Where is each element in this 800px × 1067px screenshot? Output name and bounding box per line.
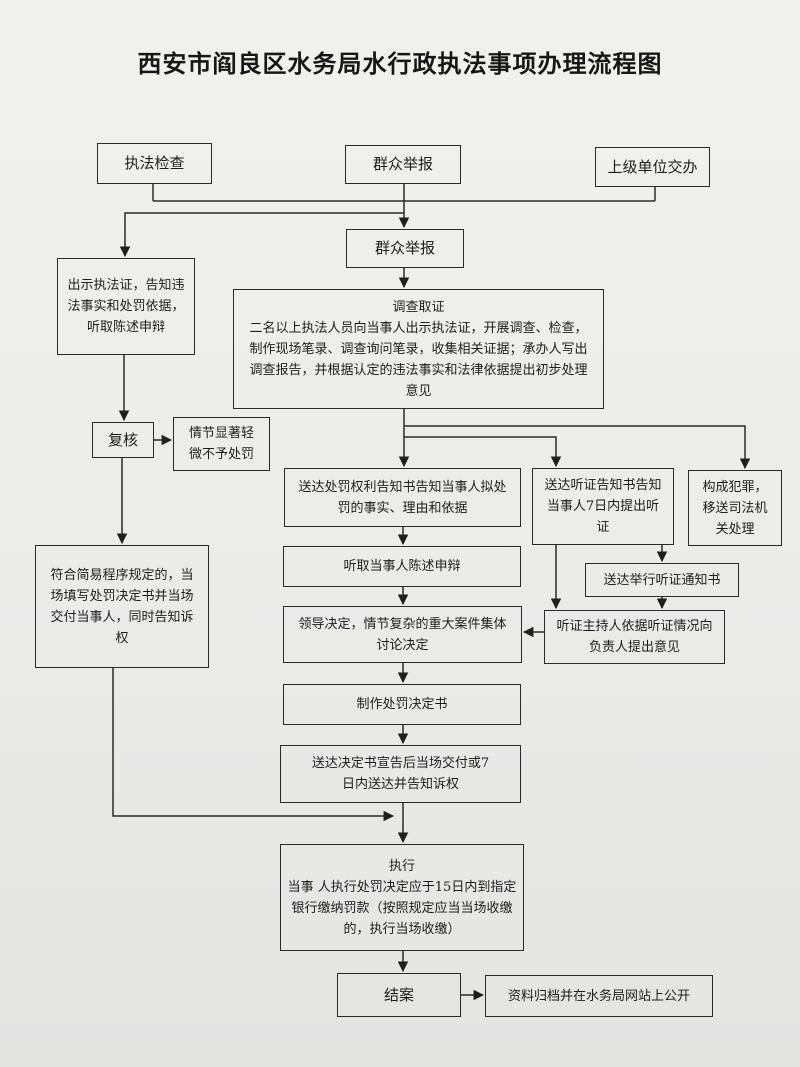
node-hear-statement: 听取当事人陈述申辩 xyxy=(283,546,521,587)
node-review: 复核 xyxy=(92,422,154,458)
node-investigation: 调查取证 二名以上执法人员向当事人出示执法证，开展调查、检查，制作现场笔录、调查… xyxy=(233,289,604,409)
page-title: 西安市阎良区水务局水行政执法事项办理流程图 xyxy=(137,50,663,78)
node-crime-transfer: 构成犯罪，移送司法机关处理 xyxy=(688,470,782,546)
node-minor-no-penalty: 情节显著轻微不予处罚 xyxy=(173,417,270,471)
node-inspection: 执法检查 xyxy=(97,143,212,184)
node-show-certificate: 出示执法证，告知违法事实和处罚依据，听取陈述申辩 xyxy=(57,258,195,355)
node-hearing-host-opinion: 听证主持人依据听证情况向负责人提出意见 xyxy=(544,610,725,664)
node-hearing-hold-notice: 送达举行听证通知书 xyxy=(585,563,739,597)
node-leader-decision: 领导决定，情节复杂的重大案件集体讨论决定 xyxy=(283,606,522,663)
node-public-report: 群众举报 xyxy=(346,229,464,268)
node-deliver-rights-notice: 送达处罚权利告知书告知当事人拟处罚的事实、理由和依据 xyxy=(284,468,521,527)
arrow-to-hearing-notice xyxy=(404,436,562,468)
node-deliver-decision: 送达决定书宣告后当场交付或7日内送达并告知诉权 xyxy=(280,745,521,803)
arrow-to-crime-transfer xyxy=(404,425,751,470)
investigation-title: 调查取证 xyxy=(392,299,445,315)
node-public-report-top: 群众举报 xyxy=(345,145,461,184)
arrow-simple-to-execute xyxy=(112,668,395,822)
node-execute: 执行 当事 人执行处罚决定应于15日内到指定银行缴纳罚款（按照规定应当当场收缴的… xyxy=(280,844,524,951)
node-make-decision: 制作处罚决定书 xyxy=(283,684,521,725)
investigation-body: 二名以上执法人员向当事人出示执法证，开展调查、检查，制作现场笔录、调查询问笔录，… xyxy=(249,320,588,399)
node-superior-assign: 上级单位交办 xyxy=(595,147,710,187)
node-archive-publish: 资料归档并在水务局网站上公开 xyxy=(485,975,713,1017)
node-hearing-notice: 送达听证告知书告知当事人7日内提出听证 xyxy=(532,468,674,545)
node-close-case: 结案 xyxy=(337,973,461,1017)
node-simple-procedure: 符合简易程序规定的，当场填写处罚决定书并当场交付当事人，同时告知诉权 xyxy=(35,545,209,668)
arrow-to-show-certificate xyxy=(119,212,404,258)
execute-body: 当事 人执行处罚决定应于15日内到指定银行缴纳罚款（按照规定应当当场收缴的，执行… xyxy=(287,879,517,937)
execute-title: 执行 xyxy=(388,858,415,874)
